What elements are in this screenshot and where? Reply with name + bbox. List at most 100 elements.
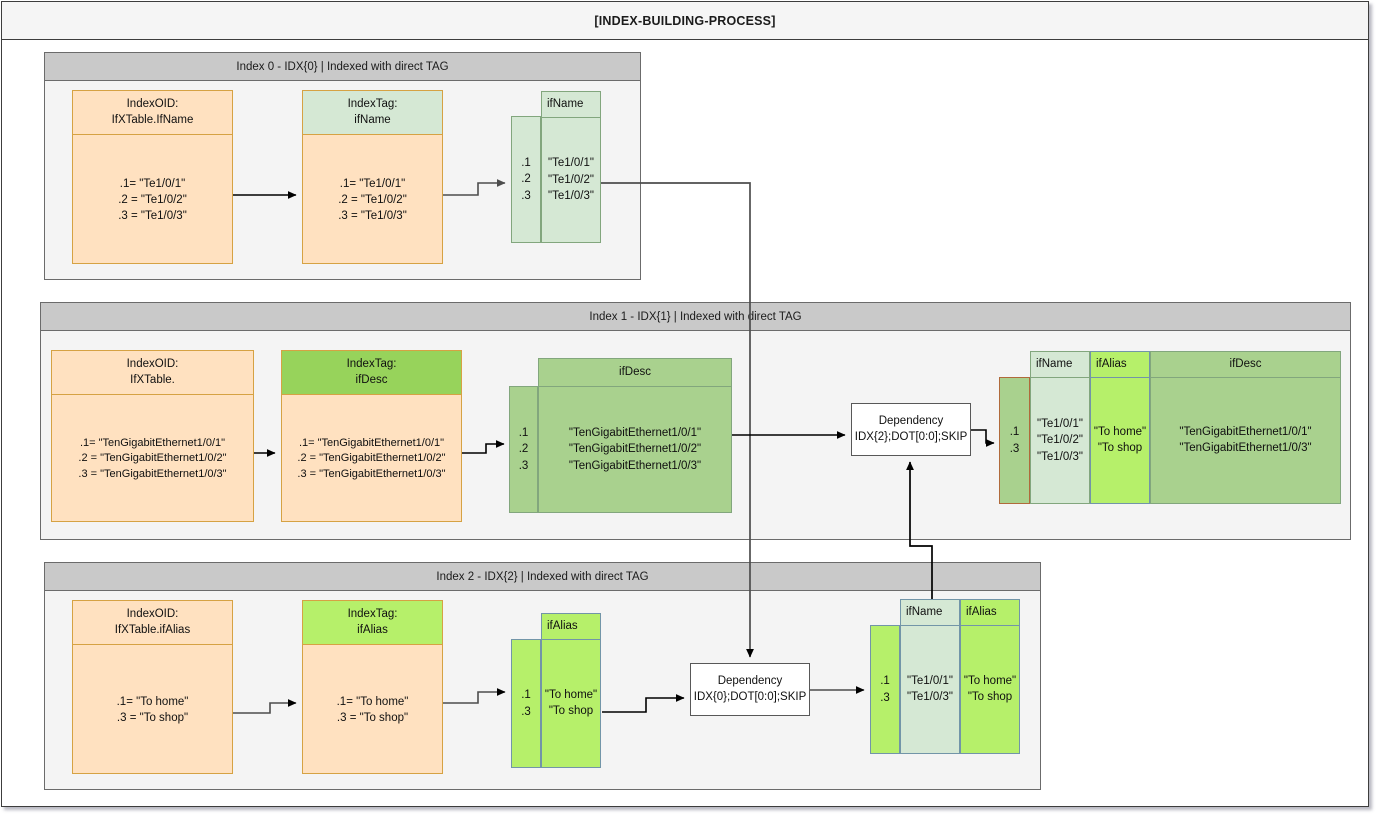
cell-value: "Te1/0/2" (548, 173, 594, 186)
row-value: .3 = "TenGigabitEthernet1/0/3" (78, 467, 227, 480)
cell-value: .3 (880, 691, 890, 704)
cell-value: "Te1/0/1" (1037, 417, 1083, 430)
cell-value: "Te1/0/1" (907, 675, 953, 688)
index-1-dependency-node[interactable]: Dependency IDX{2};DOT[0:0];SKIP (851, 403, 971, 456)
index-1-indextag-title-1: IndexTag: (346, 358, 397, 371)
index-2-result-column-ifalias: ifAlias "To home" "To shop (960, 599, 1020, 754)
index-1-indexoid-title-2: IfXTable. (130, 373, 175, 386)
index-1-result-column-ifname: ifName "Te1/0/1" "Te1/0/2" "Te1/0/3" (1030, 351, 1090, 504)
index-1-result-column-header: ifDesc (1151, 352, 1340, 378)
index-2-result-table[interactable]: .1 .3 ifName "Te1/0/1" "Te1/0/3" ifAlias… (870, 599, 1020, 754)
cell-value: "To home" (544, 689, 598, 702)
index-0-indextag-title-2: ifName (354, 113, 391, 126)
row-value: .3 = "To shop" (336, 712, 409, 724)
index-1-result-column-values: "Te1/0/1" "Te1/0/2" "Te1/0/3" (1031, 378, 1089, 503)
index-2-indexoid-header: IndexOID: IfXTable.ifAlias (73, 601, 232, 645)
column-header-label: ifName (906, 606, 943, 619)
index-1-indextag-box[interactable]: IndexTag: ifDesc .1= "TenGigabitEthernet… (281, 350, 462, 522)
cell-value: "To shop (967, 691, 1013, 704)
index-1-table-column-ifdesc: ifDesc "TenGigabitEthernet1/0/1" "TenGig… (538, 358, 732, 513)
index-2-table-column-values: "To home" "To shop (542, 640, 600, 767)
index-0-indextag-header: IndexTag: ifName (303, 91, 442, 135)
swimlane-index-1-header-label: Index 1 - IDX{1} | Indexed with direct T… (589, 310, 802, 323)
index-0-indexoid-box[interactable]: IndexOID: IfXTable.IfName .1= "Te1/0/1" … (72, 90, 233, 264)
index-2-indexoid-rows: .1= "To home" .3 = "To shop" (73, 645, 232, 775)
index-1-result-column-header: ifName (1031, 352, 1089, 378)
index-2-result-column-ifname: ifName "Te1/0/1" "Te1/0/3" (900, 599, 960, 754)
index-0-indexoid-header: IndexOID: IfXTable.IfName (73, 91, 232, 135)
cell-value: "TenGigabitEthernet1/0/1" (1179, 426, 1312, 439)
row-value: .2 = "Te1/0/2" (118, 193, 187, 206)
column-header-label: ifAlias (547, 620, 578, 633)
column-header-label: ifName (547, 98, 584, 111)
index-2-indextag-title-2: ifAlias (357, 623, 388, 636)
row-value: .1= "Te1/0/1" (119, 177, 186, 190)
index-1-result-column-header: ifAlias (1091, 352, 1149, 378)
cell-value: .2 (518, 443, 529, 456)
index-1-result-index-column: .1 .3 (999, 377, 1030, 504)
cell-value: "Te1/0/2" (1037, 434, 1083, 447)
index-2-result-column-header: ifAlias (961, 600, 1019, 626)
index-2-indextag-title-1: IndexTag: (347, 608, 398, 621)
cell-value: .1 (880, 675, 890, 688)
index-1-indextag-rows: .1= "TenGigabitEthernet1/0/1" .2 = "TenG… (282, 395, 461, 523)
index-1-result-column-ifalias: ifAlias "To home" "To shop (1090, 351, 1150, 504)
index-1-result-column-ifdesc: ifDesc "TenGigabitEthernet1/0/1" "TenGig… (1150, 351, 1341, 504)
row-value: .2 = "TenGigabitEthernet1/0/2" (297, 452, 446, 465)
cell-value: .1 (518, 427, 529, 439)
cell-value: .2 (521, 173, 531, 186)
column-header-label: ifName (1036, 358, 1073, 371)
index-2-indextag-box[interactable]: IndexTag: ifAlias .1= "To home" .3 = "To… (302, 600, 443, 774)
cell-value: "To shop (1097, 442, 1143, 455)
index-1-indexoid-box[interactable]: IndexOID: IfXTable. .1= "TenGigabitEther… (51, 350, 254, 522)
cell-value: "To home" (963, 675, 1017, 688)
index-1-result-table[interactable]: .1 .3 ifName "Te1/0/1" "Te1/0/2" "Te1/0/… (999, 351, 1341, 504)
column-header-label: ifDesc (619, 366, 651, 379)
index-2-result-column-values: "Te1/0/1" "Te1/0/3" (901, 626, 959, 753)
cell-value: .3 (521, 189, 531, 202)
index-2-indexoid-box[interactable]: IndexOID: IfXTable.ifAlias .1= "To home"… (72, 600, 233, 774)
index-1-result-column-values: "To home" "To shop (1091, 378, 1149, 503)
row-value: .1= "Te1/0/1" (339, 177, 406, 190)
index-0-indexoid-title-1: IndexOID: (126, 98, 179, 111)
index-0-ifname-table[interactable]: .1 .2 .3 ifName "Te1/0/1" "Te1/0/2" "Te1… (511, 91, 602, 243)
index-2-table-index-column: .1 .3 (511, 639, 541, 768)
cell-value: "TenGigabitEthernet1/0/3" (568, 459, 702, 472)
index-0-indexoid-rows: .1= "Te1/0/1" .2 = "Te1/0/2" .3 = "Te1/0… (73, 135, 232, 265)
row-value: .1= "TenGigabitEthernet1/0/1" (79, 436, 226, 449)
index-1-indexoid-rows: .1= "TenGigabitEthernet1/0/1" .2 = "TenG… (52, 395, 253, 523)
index-0-indextag-title-1: IndexTag: (347, 98, 398, 111)
index-1-dependency-expression: IDX{2};DOT[0:0];SKIP (854, 430, 968, 443)
swimlane-index-1-header: Index 1 - IDX{1} | Indexed with direct T… (41, 303, 1350, 331)
index-1-dependency-title: Dependency (878, 414, 944, 427)
index-1-table-column-header: ifDesc (539, 359, 731, 387)
index-2-ifalias-table[interactable]: .1 .3 ifAlias "To home" "To shop (511, 613, 602, 768)
cell-value: "Te1/0/3" (1037, 450, 1083, 463)
index-2-indextag-header: IndexTag: ifAlias (303, 601, 442, 645)
index-2-dependency-title: Dependency (717, 674, 783, 687)
cell-value: .1 (1009, 426, 1020, 439)
index-1-result-index-values: .1 .3 (1000, 378, 1029, 503)
index-0-indexoid-title-2: IfXTable.IfName (111, 113, 194, 126)
index-0-table-index-column: .1 .2 .3 (511, 116, 541, 243)
index-2-table-index-values: .1 .3 (512, 640, 540, 767)
swimlane-index-2-header: Index 2 - IDX{2} | Indexed with direct T… (45, 563, 1040, 591)
index-0-table-column-ifname: ifName "Te1/0/1" "Te1/0/2" "Te1/0/3" (541, 91, 601, 243)
index-2-dependency-expression: IDX{0};DOT[0:0];SKIP (693, 690, 807, 703)
row-value: .2 = "TenGigabitEthernet1/0/2" (78, 452, 227, 465)
index-1-indexoid-title-1: IndexOID: (126, 358, 179, 371)
column-header-label: ifAlias (1096, 358, 1127, 371)
cell-value: .3 (521, 705, 531, 718)
cell-value: "Te1/0/3" (907, 691, 953, 704)
cell-value: "Te1/0/1" (548, 157, 594, 170)
row-value: .3 = "To shop" (116, 712, 189, 724)
index-1-ifdesc-table[interactable]: .1 .2 .3 ifDesc "TenGigabitEthernet1/0/1… (509, 358, 732, 513)
index-2-result-index-column: .1 .3 (870, 625, 900, 754)
cell-value: "TenGigabitEthernet1/0/1" (568, 426, 702, 439)
cell-value: .3 (1009, 442, 1020, 455)
index-2-dependency-node[interactable]: Dependency IDX{0};DOT[0:0];SKIP (690, 663, 810, 716)
index-0-indextag-box[interactable]: IndexTag: ifName .1= "Te1/0/1" .2 = "Te1… (302, 90, 443, 264)
row-value: .1= "TenGigabitEthernet1/0/1" (298, 436, 445, 449)
index-0-table-column-values: "Te1/0/1" "Te1/0/2" "Te1/0/3" (542, 118, 600, 242)
